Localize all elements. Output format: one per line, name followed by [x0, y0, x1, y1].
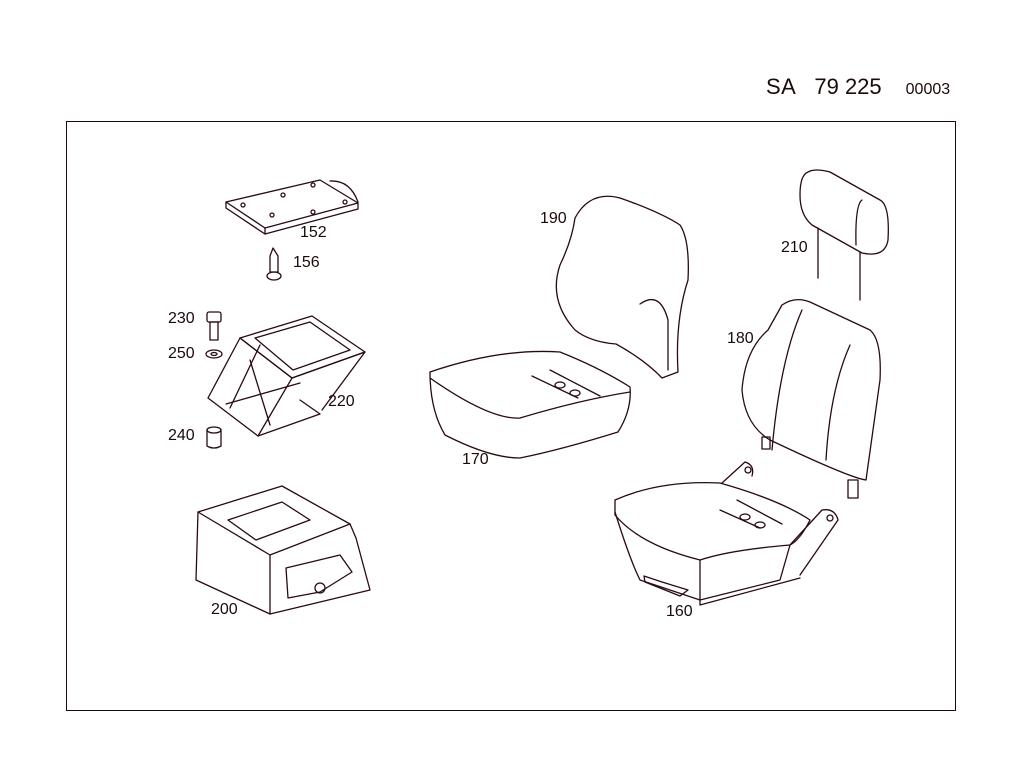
part-240-drawing[interactable] [206, 426, 222, 449]
label-170: 170 [462, 451, 489, 468]
part-230-drawing[interactable] [206, 311, 222, 341]
header-prefix: SA [766, 74, 797, 99]
label-180: 180 [727, 330, 754, 347]
label-250: 250 [168, 345, 195, 362]
part-200-drawing[interactable] [195, 485, 371, 615]
part-180-drawing[interactable] [741, 298, 881, 499]
part-170-drawing[interactable] [429, 350, 631, 459]
part-190-drawing[interactable] [555, 195, 689, 379]
part-160-drawing[interactable] [614, 461, 839, 606]
label-190: 190 [540, 210, 567, 227]
part-156-drawing[interactable] [266, 247, 282, 281]
label-210: 210 [781, 239, 808, 256]
label-220: 220 [328, 393, 355, 410]
diagram-header: SA 79 225 00003 [766, 74, 950, 100]
label-240: 240 [168, 427, 195, 444]
label-156: 156 [293, 254, 320, 271]
label-230: 230 [168, 310, 195, 327]
diagram-frame [66, 121, 956, 711]
label-160: 160 [666, 603, 693, 620]
label-152: 152 [300, 224, 327, 241]
part-220-drawing[interactable] [207, 315, 366, 437]
label-200: 200 [211, 601, 238, 618]
part-250-drawing[interactable] [205, 349, 223, 359]
part-152-drawing[interactable] [225, 179, 359, 235]
part-210-drawing[interactable] [799, 169, 889, 301]
sheet-number: 00003 [905, 81, 951, 98]
group-number: 79 225 [814, 74, 882, 99]
